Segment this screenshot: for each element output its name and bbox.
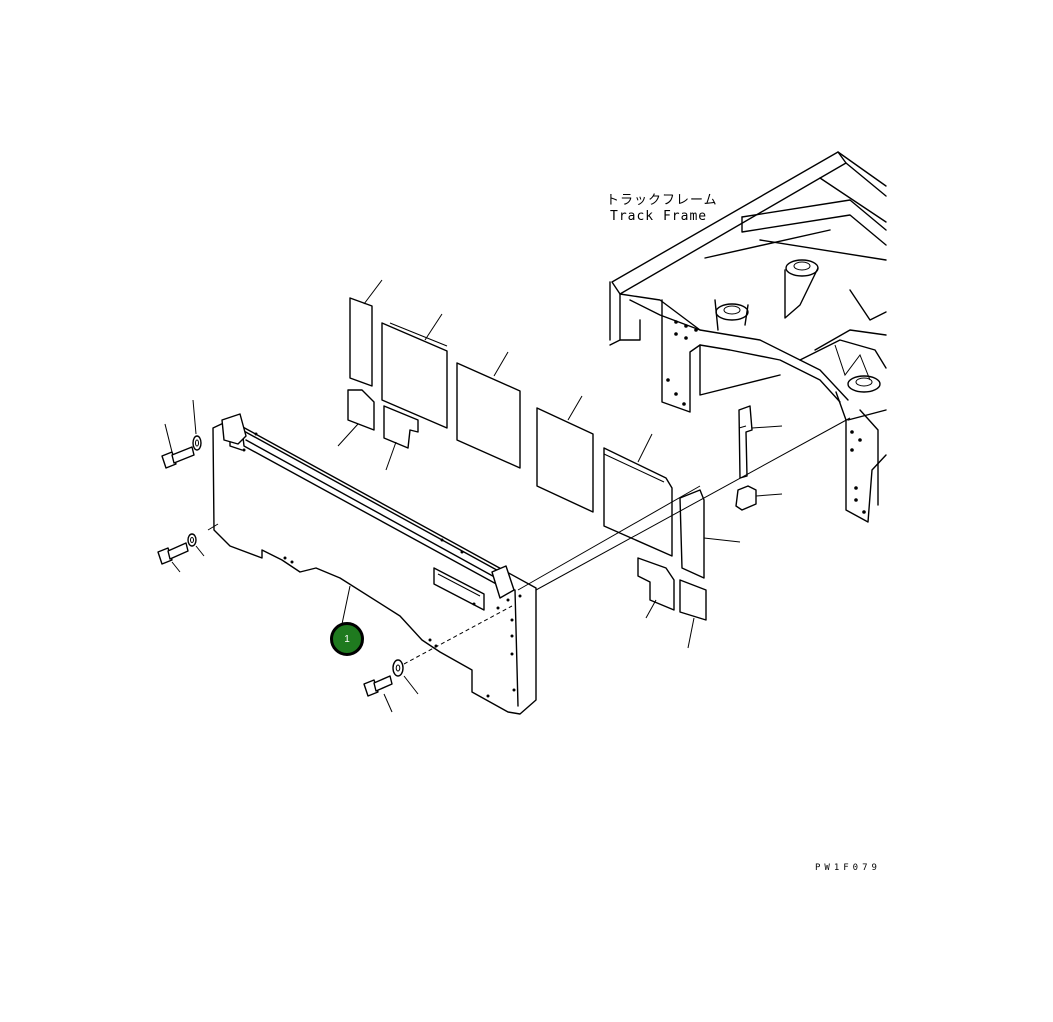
bracket-lower[interactable] — [735, 485, 757, 511]
leader-pad-3 — [493, 351, 509, 377]
pad-small-left-2[interactable] — [383, 405, 419, 449]
bolt-lower[interactable] — [363, 675, 393, 697]
pad-4[interactable] — [536, 407, 594, 513]
washer-upper-left[interactable] — [192, 435, 202, 451]
bolt-middle-left[interactable] — [157, 542, 189, 565]
leader-pad5-to-panel — [517, 485, 701, 591]
drawing-code: PW1F079 — [815, 863, 881, 873]
pad-2[interactable] — [381, 322, 448, 429]
leader-pad-2 — [424, 313, 443, 341]
leader-bolt-middle-left — [171, 561, 181, 573]
callout-1-number: 1 — [344, 633, 350, 645]
leader-bracket-lower — [755, 493, 783, 497]
leader-pad-right-tall — [703, 537, 741, 543]
pad-3[interactable] — [456, 362, 521, 469]
leader-pad-right-small-2 — [687, 617, 695, 649]
leader-washer-middle-left — [195, 545, 205, 557]
leader-bracket-upper — [751, 425, 783, 429]
leader-pad-4 — [567, 395, 583, 421]
leader-pad-1 — [363, 279, 383, 305]
leader-pad-right-small-1 — [645, 599, 657, 619]
pad-right-small-2[interactable] — [679, 579, 707, 621]
cover-panel[interactable] — [212, 413, 537, 715]
leader-cover-panel-side — [207, 523, 219, 531]
leader-bolt-upper-left — [164, 423, 173, 453]
callout-1[interactable]: 1 — [330, 622, 364, 656]
leader-washer-lower — [403, 675, 419, 695]
pad-right-small-1[interactable] — [637, 557, 675, 611]
leader-pad-5 — [637, 433, 653, 463]
pad-small-left-1[interactable] — [347, 389, 375, 431]
bracket-upper[interactable] — [738, 405, 753, 479]
leader-panel-to-frame — [535, 417, 851, 591]
washer-lower[interactable] — [392, 659, 404, 677]
leader-washer-upper-left — [192, 399, 197, 435]
frame-label-en: Track Frame — [610, 209, 708, 224]
bolt-upper-left[interactable] — [161, 446, 195, 469]
leader-pad-small-left-1 — [337, 423, 359, 447]
washer-middle-left[interactable] — [187, 533, 197, 547]
track-frame-drawing — [609, 151, 887, 523]
pad-1[interactable] — [349, 297, 373, 387]
leader-bolt-lower — [383, 693, 393, 713]
leader-pad-small-left-2 — [385, 441, 397, 471]
leader-cover-panel — [341, 585, 351, 625]
frame-label-jp: トラックフレーム — [606, 193, 718, 208]
pad-right-tall[interactable] — [679, 489, 705, 579]
pad-5[interactable] — [603, 447, 673, 557]
